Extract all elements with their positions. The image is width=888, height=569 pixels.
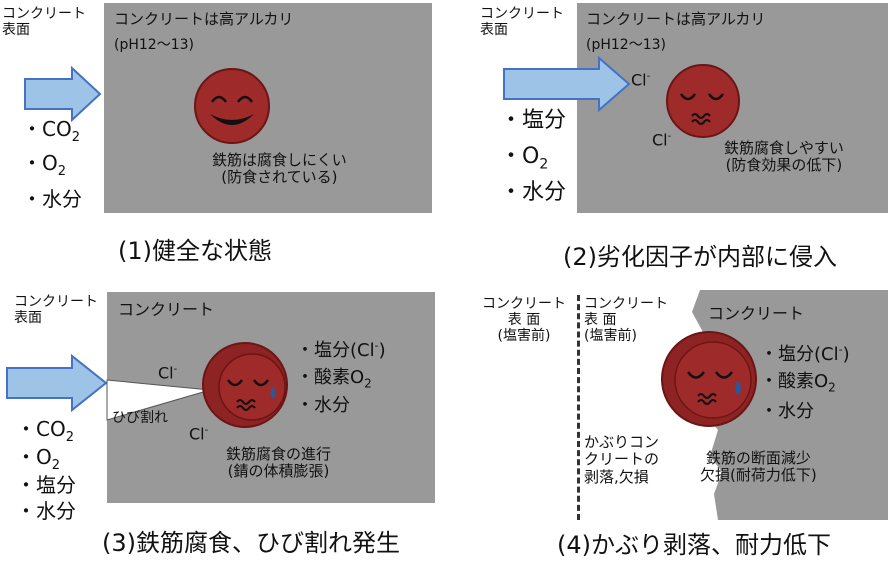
caption-healthy: (1)健全な状態 bbox=[118, 237, 272, 265]
rebar-status-text: 鉄筋腐食しやすい (防食効果の低下) bbox=[724, 139, 844, 175]
ph-label: (pH12～13) bbox=[586, 37, 666, 53]
concrete-surface-label: コンクリート 表面 bbox=[2, 6, 86, 39]
factor-oxygen: ・酸素O2 bbox=[296, 367, 372, 391]
rebar-status-text: 鉄筋の断面減少 欠損(耐荷力低下) bbox=[700, 449, 817, 485]
arrow-icon bbox=[6, 353, 108, 413]
arrow-icon bbox=[503, 55, 631, 113]
concrete-surface-label: コンクリート 表面 bbox=[480, 6, 564, 39]
factor-water: ・水分 bbox=[16, 499, 76, 523]
original-surface-line bbox=[577, 295, 580, 520]
rebar-status-text: 鉄筋腐食の進行 (錆の体積膨張) bbox=[226, 445, 332, 481]
factor-o2: ・O2 bbox=[500, 144, 549, 173]
crack-wedge bbox=[106, 379, 211, 421]
factor-salt: ・塩分(Cl-) bbox=[296, 339, 386, 361]
factor-co2: ・CO2 bbox=[22, 117, 80, 145]
concrete-surface-label: コンクリート 表面 bbox=[14, 294, 98, 327]
original-surface-label-inner: コンクリート 表 面 (塩害前) bbox=[584, 296, 668, 345]
worried-face-icon bbox=[666, 64, 740, 138]
smiling-face-icon bbox=[194, 68, 270, 144]
crying-face-icon bbox=[202, 342, 288, 428]
concrete-alkaline-label: コンクリートは高アルカリ bbox=[586, 10, 766, 28]
factor-water: ・水分 bbox=[500, 180, 567, 205]
factor-water: ・水分 bbox=[296, 395, 350, 416]
spalling-label: かぶりコン クリートの 剥落,欠損 bbox=[584, 433, 660, 486]
rebar-status-text: 鉄筋は腐食しにくい (防食されている) bbox=[212, 151, 347, 187]
factor-water: ・水分 bbox=[22, 187, 82, 211]
concrete-label: コンクリート bbox=[118, 300, 215, 319]
crying-face-icon bbox=[661, 331, 757, 427]
factor-o2: ・O2 bbox=[16, 445, 61, 473]
original-surface-label: コンクリート 表 面 (塩害前) bbox=[482, 296, 566, 345]
chloride-ion-label: Cl- bbox=[189, 424, 209, 444]
crack-label: ひび割れ bbox=[112, 410, 168, 426]
factor-salt: ・塩分 bbox=[16, 473, 76, 497]
caption-intrusion: (2)劣化因子が内部に侵入 bbox=[563, 243, 837, 271]
factor-salt: ・塩分 bbox=[500, 108, 567, 133]
ph-label: (pH12～13) bbox=[114, 37, 194, 53]
caption-spalling: (4)かぶり剥落、耐力低下 bbox=[557, 531, 831, 559]
caption-cracking: (3)鉄筋腐食、ひび割れ発生 bbox=[102, 529, 400, 557]
factor-o2: ・O2 bbox=[22, 151, 67, 179]
chloride-ion-label: Cl- bbox=[631, 70, 651, 90]
arrow-icon bbox=[24, 65, 102, 123]
factor-co2: ・CO2 bbox=[16, 417, 74, 445]
chloride-ion-label: Cl- bbox=[158, 363, 178, 383]
concrete-label: コンクリート bbox=[708, 304, 805, 323]
factor-oxygen: ・酸素O2 bbox=[760, 371, 836, 395]
factor-salt: ・塩分(Cl-) bbox=[760, 343, 850, 365]
factor-water: ・水分 bbox=[760, 401, 814, 422]
chloride-ion-label: Cl- bbox=[652, 130, 672, 150]
concrete-alkaline-label: コンクリートは高アルカリ bbox=[114, 10, 294, 28]
